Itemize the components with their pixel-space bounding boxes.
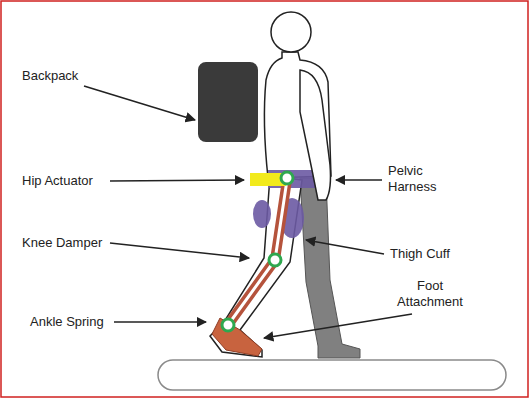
exo-strut [228, 180, 287, 325]
leader-arrow [264, 314, 412, 338]
foot-attachment [212, 318, 262, 356]
part-label: Knee Damper [22, 235, 102, 251]
part-label: Hip Actuator [22, 173, 93, 189]
hip-joint [281, 172, 293, 184]
backpack [198, 62, 258, 142]
leader-arrow [84, 86, 195, 120]
head [271, 12, 311, 52]
leader-arrow [306, 240, 384, 254]
front-leg [210, 176, 302, 357]
knee-joint [269, 254, 281, 266]
part-label: Backpack [22, 68, 78, 84]
ankle-joint [222, 319, 234, 331]
arm [300, 70, 331, 200]
part-label: Ankle Spring [30, 314, 104, 330]
treadmill [158, 360, 506, 390]
part-label: Thigh Cuff [390, 246, 450, 262]
part-label: Foot Attachment [386, 278, 474, 311]
leader-arrow [336, 179, 382, 181]
leader-arrow [110, 243, 249, 258]
thigh-cuff [253, 200, 271, 228]
part-label: Pelvic Harness [388, 163, 452, 196]
leader-arrow [114, 321, 206, 323]
leader-arrow [110, 180, 244, 181]
exo-strut [228, 180, 287, 325]
